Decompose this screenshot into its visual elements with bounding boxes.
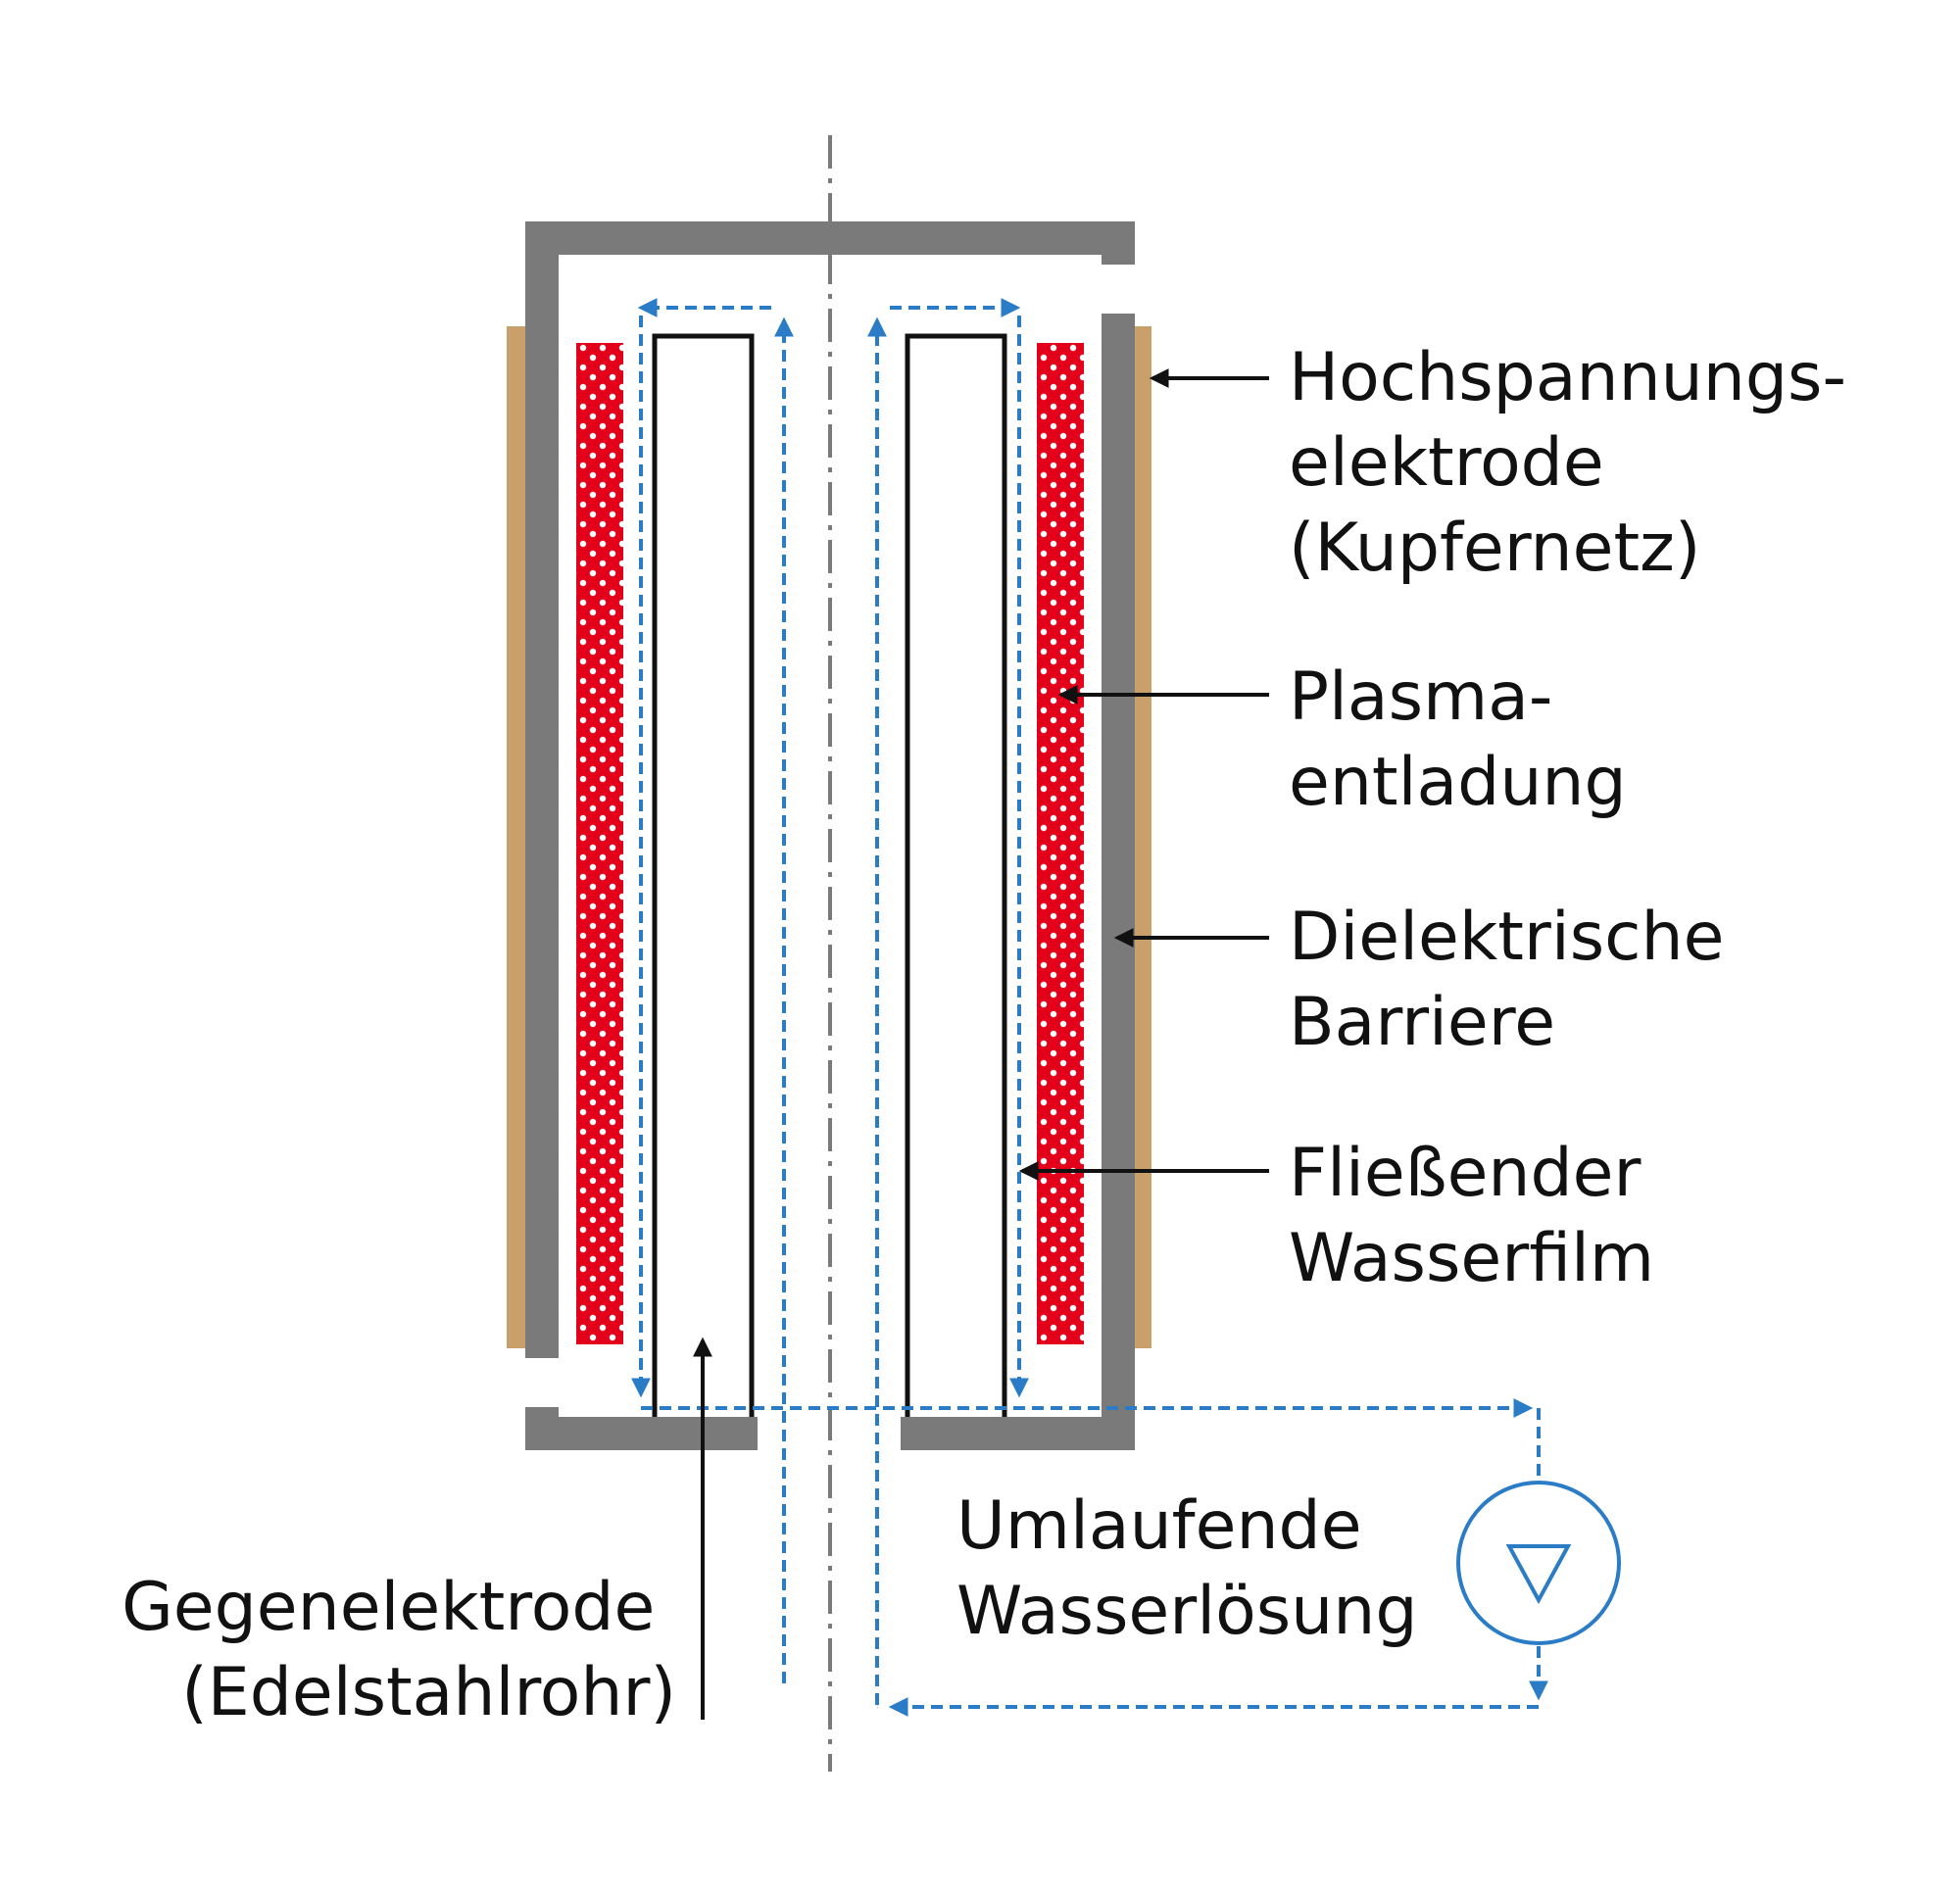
copper-mesh-right <box>1133 326 1152 1348</box>
housing <box>525 221 1135 1450</box>
tube-left <box>652 333 755 1417</box>
plasma-right <box>1037 343 1084 1344</box>
label-hochspannung: Hochspannungs- elektrode (Kupfernetz) <box>1289 339 1868 587</box>
label-wasserloesung: Umlaufende Wasserlösung <box>956 1487 1418 1650</box>
label-plasma: Plasma- entladung <box>1289 658 1627 821</box>
pointer-arrows <box>693 368 1269 1720</box>
label-dielektrisch: Dielektrische Barriere <box>1289 899 1745 1061</box>
pump-icon <box>1456 1481 1621 1645</box>
plasma-left <box>576 343 623 1344</box>
tube-right <box>905 333 1007 1417</box>
water-flow <box>631 298 1548 1717</box>
copper-mesh-left <box>507 326 525 1348</box>
label-gegenelektrode: Gegenelektrode (Edelstahlrohr) <box>122 1569 676 1731</box>
label-wasserfilm: Fließender Wasserfilm <box>1289 1135 1662 1297</box>
